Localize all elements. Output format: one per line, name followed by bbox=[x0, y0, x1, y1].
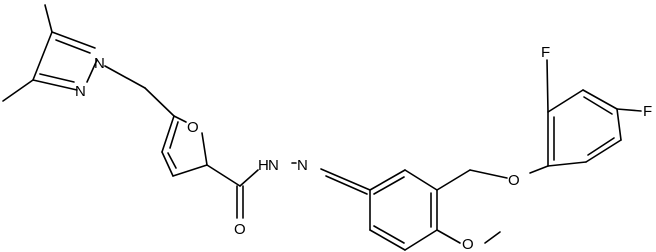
methyl-bond bbox=[484, 231, 501, 244]
amide-group bbox=[206, 162, 371, 219]
pyrazole-n2-label: N bbox=[75, 83, 86, 100]
hydrazide-h-label: H bbox=[258, 157, 269, 174]
ether-ch2-bond bbox=[436, 169, 471, 191]
ether-o-label: O bbox=[508, 172, 520, 189]
furan-ring bbox=[161, 115, 208, 177]
ch2-furan-bond bbox=[144, 87, 175, 117]
hydrazide-n1-label: N bbox=[268, 157, 279, 174]
hydrazide-n2-label: N bbox=[297, 157, 308, 174]
methoxy-bond bbox=[436, 229, 461, 244]
pyrazole-n1-label: N bbox=[94, 55, 105, 72]
fluorine-2-label: F bbox=[541, 44, 550, 61]
difluorophenyl-ring bbox=[529, 59, 642, 174]
carbonyl-o-label: O bbox=[234, 221, 246, 238]
pyrazole-ring bbox=[2, 4, 98, 102]
furan-o-label: O bbox=[187, 119, 199, 136]
ch2-linker-bond bbox=[104, 65, 146, 89]
fluorine-4-label: F bbox=[643, 103, 652, 120]
methoxy-o-label: O bbox=[462, 236, 474, 252]
ether-ch2-o-bond bbox=[469, 169, 508, 179]
central-benzene bbox=[369, 169, 438, 251]
